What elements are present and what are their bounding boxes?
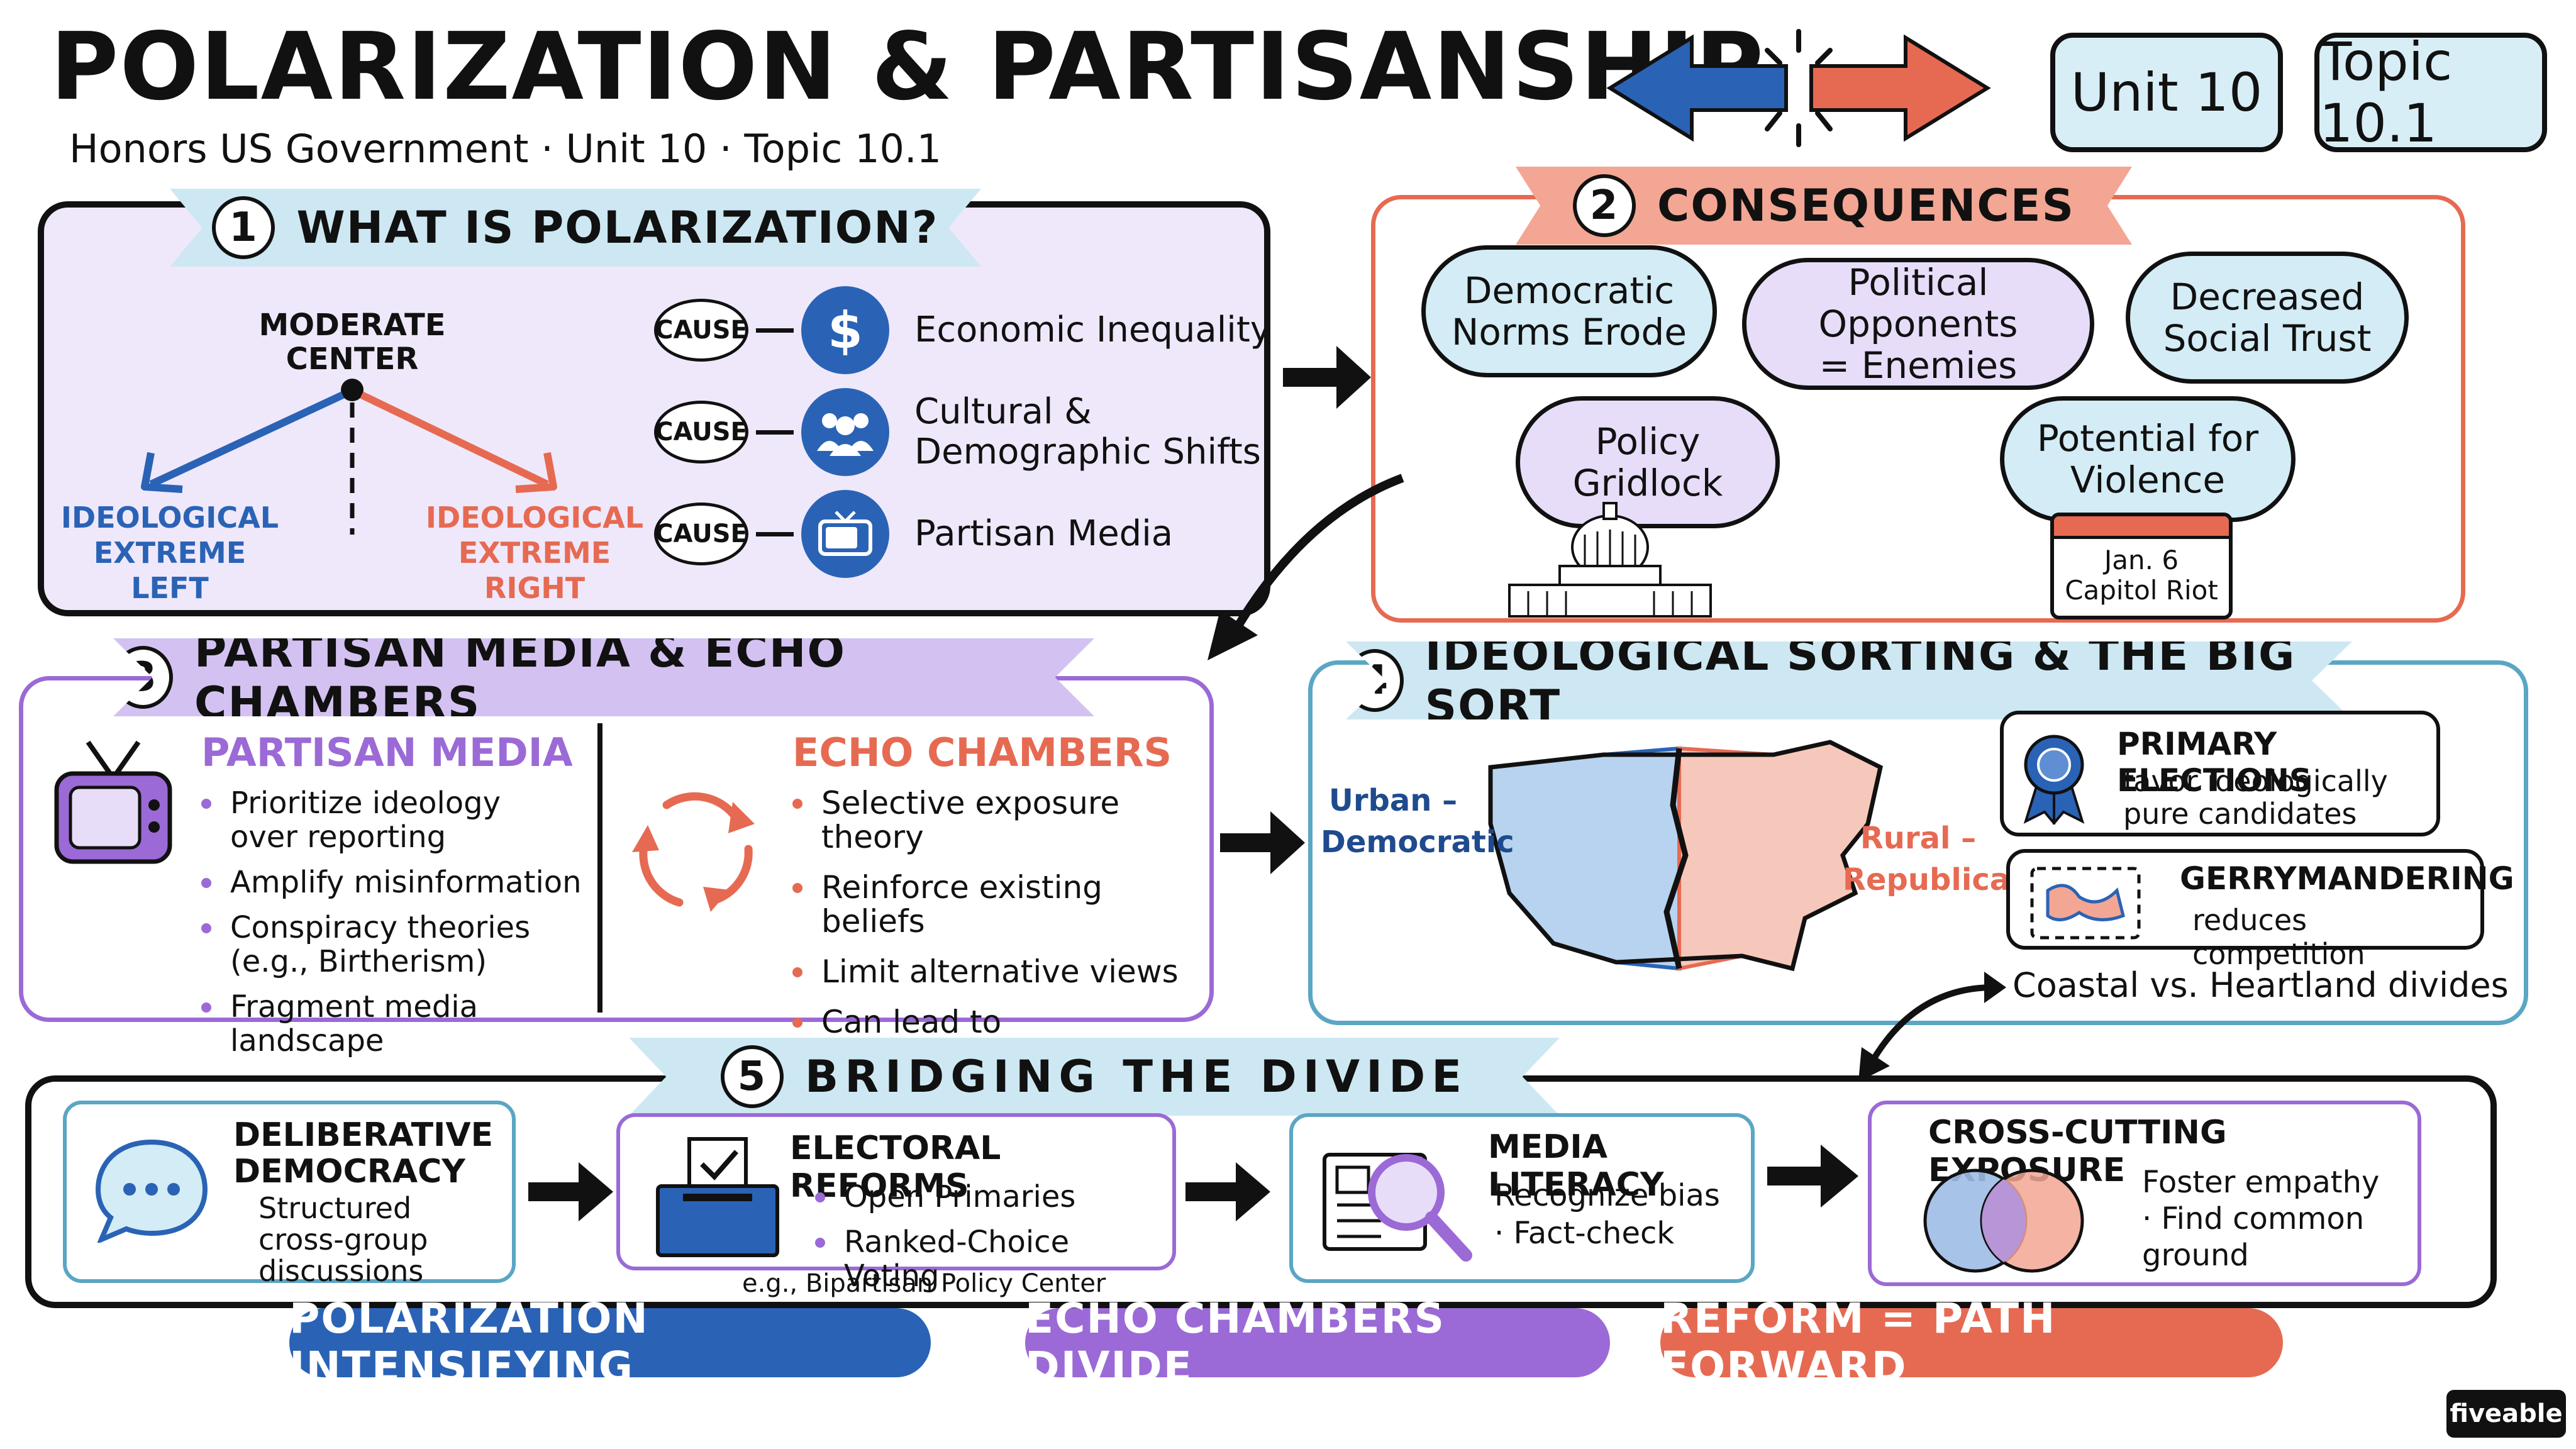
section4-banner: 4 IDEOLOGICAL SORTING & THE BIG SORT — [1346, 641, 2352, 719]
cause-tag: CAUSE — [654, 502, 748, 565]
extreme-left-label: IDEOLOGICAL EXTREME LEFT — [60, 501, 279, 605]
primary-elections-card: PRIMARY ELECTIONS favor ideologically pu… — [2000, 711, 2440, 836]
list-item: Ranked-Choice Voting — [809, 1225, 1172, 1293]
list-item: Open Primaries — [809, 1180, 1172, 1214]
coastal-heartland-text: Coastal vs. Heartland divides — [2012, 965, 2509, 1005]
consequence-policy-gridlock: Policy Gridlock — [1516, 396, 1780, 528]
partisan-media-title: PARTISAN MEDIA — [201, 730, 573, 775]
cause-tag: CAUSE — [654, 401, 748, 464]
gerrymandering-card: GERRYMANDERING reduces competition — [2006, 849, 2514, 971]
curved-arrow-icon — [1208, 474, 1404, 660]
consequence-norms-erode: Democratic Norms Erode — [1421, 245, 1717, 377]
calendar-icon: Jan. 6 Capitol Riot — [2050, 513, 2233, 619]
electoral-reforms-list: Open Primaries Ranked-Choice Voting — [809, 1180, 1172, 1304]
unit-badge: Unit 10 — [2050, 33, 2283, 152]
district-map-icon — [2030, 867, 2141, 940]
primary-elections-text: favor ideologically pure candidates — [2123, 764, 2388, 831]
arrow-right-icon — [1767, 1145, 1858, 1208]
capitol-icon — [1508, 502, 1712, 618]
divider — [597, 723, 602, 1013]
card-text: Foster empathy · Find common ground — [2142, 1165, 2380, 1273]
speech-bubble-icon — [95, 1139, 208, 1243]
partisan-media-list: Prioritize ideology over reporting Ampli… — [195, 786, 585, 1069]
section5-banner: 5 BRIDGING THE DIVIDE — [629, 1038, 1560, 1116]
cause-economic: CAUSE $ Economic Inequality — [654, 286, 1271, 374]
tv-icon — [801, 490, 889, 578]
curved-arrow-icon — [1858, 972, 2006, 1082]
rural-republican-label: Rural – Republican — [1843, 821, 2032, 897]
footer-pill-reform: REFORM = PATH FORWARD — [1660, 1294, 2283, 1391]
section1-number: 1 — [212, 196, 275, 259]
people-icon — [801, 388, 889, 476]
cycle-arrows-icon — [632, 792, 755, 912]
card-title: ELECTORAL REFORMS — [790, 1130, 1001, 1205]
arrow-right-icon — [1283, 346, 1371, 409]
section2-title: CONSEQUENCES — [1657, 180, 2075, 231]
arrow-right-icon — [528, 1162, 613, 1221]
ribbon-icon — [2023, 735, 2085, 824]
section5-number: 5 — [720, 1045, 784, 1108]
page-title: POLARIZATION & PARTISANSHIP — [50, 13, 1765, 121]
section5-title: BRIDGING THE DIVIDE — [804, 1051, 1468, 1102]
moderate-center-label: MODERATE CENTER — [258, 308, 446, 377]
magnifier-newspaper-icon — [1323, 1153, 1472, 1262]
gerrymandering-title: GERRYMANDERING — [2180, 860, 2514, 897]
tv-icon — [54, 740, 172, 864]
gerrymandering-text: reduces competition — [2192, 903, 2365, 971]
cause-text: Cultural & Demographic Shifts — [914, 391, 1261, 472]
section3-banner: 3 PARTISAN MEDIA & ECHO CHAMBERS — [113, 638, 1094, 716]
cause-text: Partisan Media — [914, 513, 1174, 554]
list-item: Limit alternative views — [786, 955, 1214, 989]
brand-logo: fiveable — [2446, 1390, 2566, 1438]
spectrum-diagram — [141, 379, 557, 535]
echo-chambers-title: ECHO CHAMBERS — [792, 730, 1172, 775]
section4-title: IDEOLOGICAL SORTING & THE BIG SORT — [1424, 629, 2296, 732]
footer-pill-polarization: POLARIZATION INTENSIFYING — [289, 1294, 931, 1391]
consequence-opponents-enemies: Political Opponents = Enemies — [1742, 258, 2094, 390]
us-map-icon — [1488, 740, 1884, 972]
section-partisan-media — [19, 676, 1214, 1022]
consequence-social-trust: Decreased Social Trust — [2126, 252, 2409, 384]
list-item: Prioritize ideology over reporting — [195, 786, 585, 854]
section1-banner: 1 WHAT IS POLARIZATION? — [170, 189, 981, 267]
calendar-text: Jan. 6 Capitol Riot — [2065, 545, 2218, 606]
dollar-icon: $ — [801, 286, 889, 374]
causes-list: CAUSE $ Economic Inequality CAUSE Cultur… — [654, 286, 1271, 578]
venn-diagram-icon — [1923, 1169, 2084, 1273]
card-deliberative-democracy: DELIBERATIVE DEMOCRACY Structured cross-… — [63, 1101, 516, 1287]
cause-tag: CAUSE — [654, 299, 748, 362]
card-text: Recognize bias · Fact-check — [1494, 1178, 1720, 1251]
urban-democratic-label: Urban – Democratic — [1321, 783, 1514, 860]
cause-text: Economic Inequality — [914, 309, 1271, 350]
footer-pill-echo: ECHO CHAMBERS DIVIDE — [1025, 1294, 1610, 1391]
card-title: MEDIA LITERACY — [1488, 1128, 1664, 1204]
card-cross-cutting-exposure: CROSS-CUTTING EXPOSURE Foster empathy · … — [1868, 1101, 2421, 1286]
primary-elections-title: PRIMARY ELECTIONS — [2117, 726, 2312, 799]
page-subtitle: Honors US Government · Unit 10 · Topic 1… — [69, 126, 942, 172]
arrow-right-icon — [1185, 1162, 1270, 1221]
list-item: Reinforce existing beliefs — [786, 870, 1214, 938]
ballot-box-icon — [656, 1137, 779, 1257]
section2-number: 2 — [1572, 174, 1636, 237]
arrow-right-icon — [1220, 811, 1305, 874]
section3-title: PARTISAN MEDIA & ECHO CHAMBERS — [194, 626, 846, 729]
polarize-arrows-icon — [1606, 29, 1991, 147]
cause-media: CAUSE Partisan Media — [654, 490, 1271, 578]
cause-cultural: CAUSE Cultural & Demographic Shifts — [654, 388, 1271, 476]
section2-banner: 2 CONSEQUENCES — [1516, 167, 2132, 245]
topic-badge: Topic 10.1 — [2314, 31, 2547, 154]
card-electoral-reforms: ELECTORAL REFORMS Open Primaries Ranked-… — [616, 1113, 1176, 1293]
card-media-literacy: MEDIA LITERACY Recognize bias · Fact-che… — [1289, 1113, 1755, 1283]
card-text: Structured cross-group discussions — [258, 1191, 428, 1288]
list-item: Selective exposure theory — [786, 786, 1214, 854]
example-text: e.g., Bipartisan Policy Center — [742, 1269, 1106, 1298]
list-item: Fragment media landscape — [195, 990, 585, 1058]
extreme-right-label: IDEOLOGICAL EXTREME RIGHT — [425, 501, 644, 605]
consequence-violence: Potential for Violence — [2000, 396, 2296, 522]
section1-title: WHAT IS POLARIZATION? — [296, 202, 939, 253]
list-item: Conspiracy theories (e.g., Birtherism) — [195, 911, 585, 979]
card-title: DELIBERATIVE DEMOCRACY — [233, 1116, 494, 1191]
list-item: Amplify misinformation — [195, 865, 585, 899]
